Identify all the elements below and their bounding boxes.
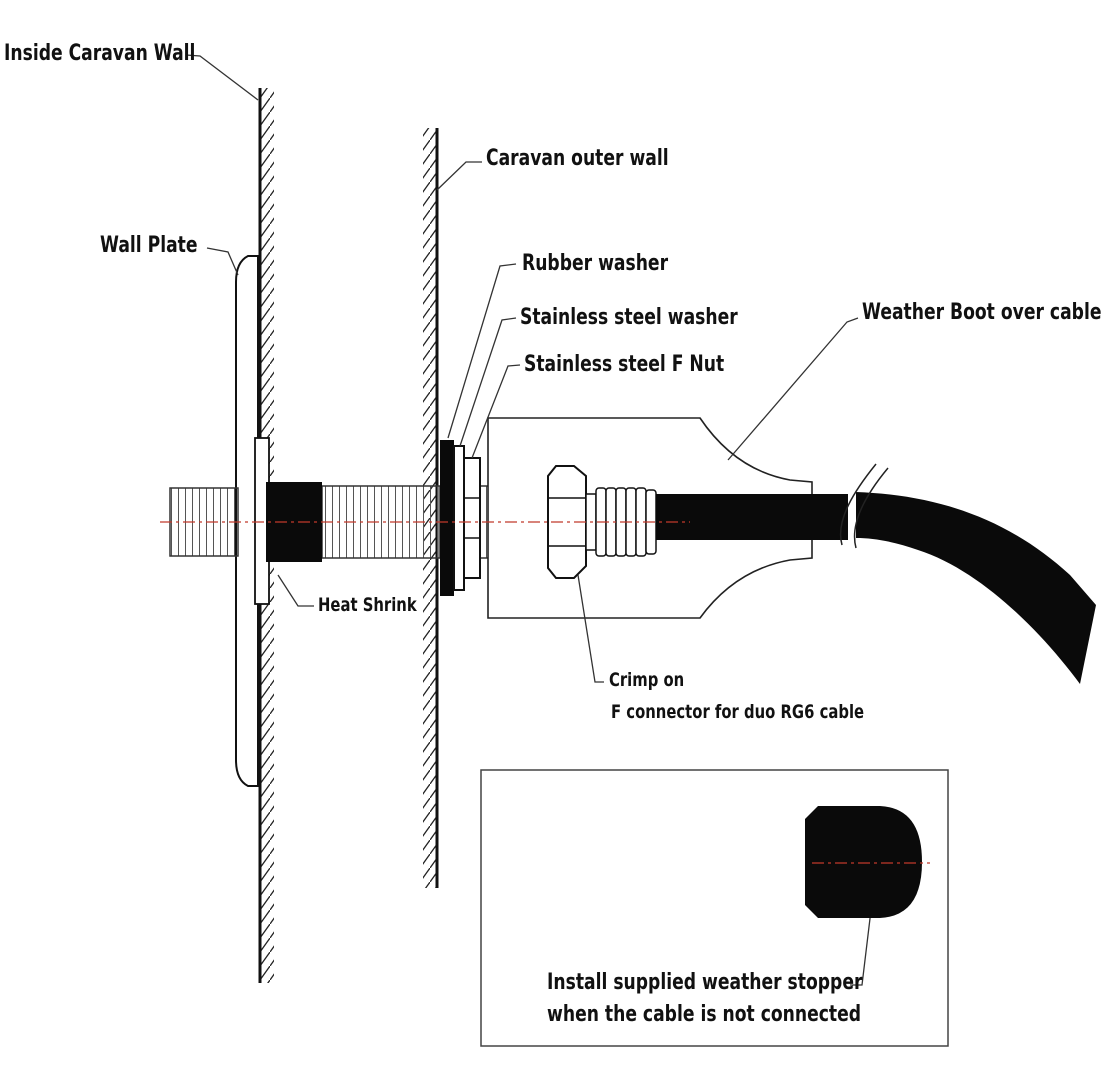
- label-stopper-line1: Install supplied weather stopper: [547, 970, 863, 995]
- label-wall-plate: Wall Plate: [100, 233, 198, 258]
- label-stainless-steel-f-nut: Stainless steel F Nut: [524, 352, 725, 377]
- label-stainless-steel-washer: Stainless steel washer: [520, 305, 738, 330]
- label-inside-caravan-wall: Inside Caravan Wall: [4, 41, 196, 66]
- weather-stopper-inset: [480, 769, 949, 1047]
- label-f-connector: F connector for duo RG6 cable: [611, 701, 865, 723]
- coax-cable: [656, 463, 1096, 684]
- stainless-steel-washer: [453, 445, 465, 591]
- weather-stopper: [805, 806, 930, 918]
- stainless-steel-f-nut: [463, 457, 481, 579]
- label-rubber-washer: Rubber washer: [522, 251, 669, 276]
- label-crimp-on: Crimp on: [609, 669, 685, 691]
- label-stopper-line2: when the cable is not connected: [547, 1002, 862, 1027]
- rubber-washer: [440, 440, 454, 596]
- label-caravan-outer-wall: Caravan outer wall: [486, 146, 669, 171]
- label-heat-shrink: Heat Shrink: [318, 594, 417, 616]
- label-weather-boot: Weather Boot over cable: [862, 300, 1102, 325]
